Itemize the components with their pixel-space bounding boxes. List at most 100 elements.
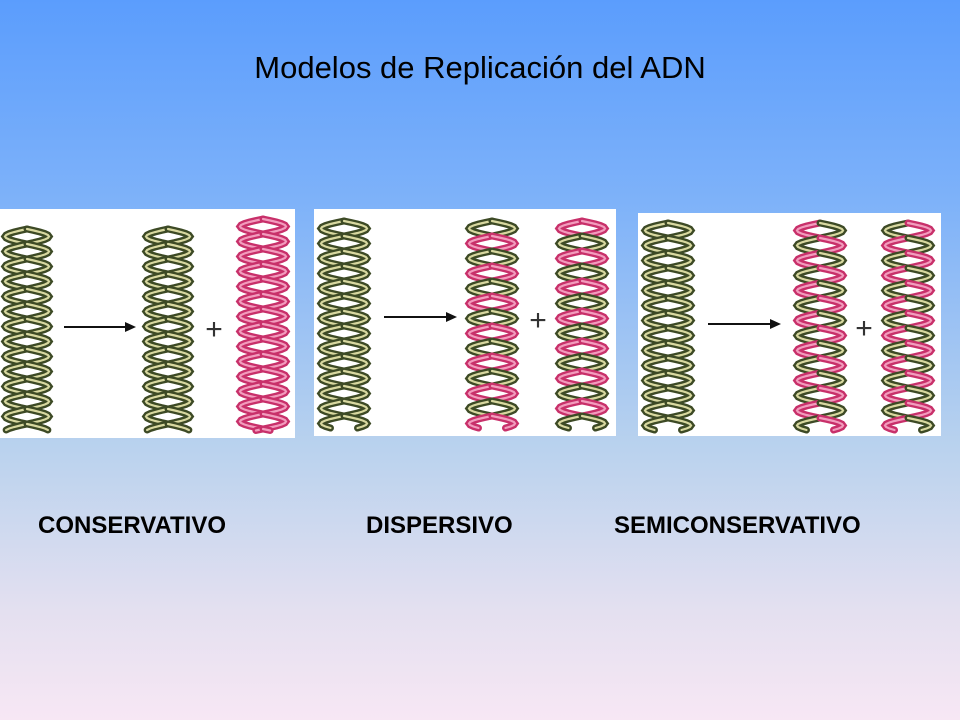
strand-highlight	[580, 414, 607, 430]
strand-highlight	[883, 251, 910, 270]
strand-highlight	[166, 422, 190, 432]
strand-highlight	[666, 416, 693, 432]
strand-highlight	[580, 279, 607, 298]
strand-highlight	[557, 384, 584, 403]
strand-highlight	[5, 422, 29, 432]
strand-highlight	[261, 412, 288, 431]
strand-highlight	[25, 242, 51, 261]
strand-highlight	[795, 341, 822, 360]
strand-highlight	[319, 399, 346, 418]
strand-highlight	[666, 341, 693, 360]
strand-highlight	[666, 326, 693, 345]
strand-highlight	[25, 392, 51, 411]
strand-highlight	[906, 356, 933, 375]
parent-helix	[0, 225, 54, 434]
strand-highlight	[144, 362, 170, 381]
strand-highlight	[342, 324, 369, 343]
strand-highlight	[818, 341, 845, 360]
strand-highlight	[580, 369, 607, 388]
strand-highlight	[666, 251, 693, 270]
daughter-helix-2	[554, 217, 610, 432]
strand-highlight	[795, 266, 822, 285]
strand-highlight	[557, 309, 584, 328]
strand-highlight	[467, 219, 494, 238]
strand-highlight	[25, 422, 49, 432]
strand-highlight	[467, 369, 494, 388]
strand-highlight	[238, 352, 265, 371]
strand-highlight	[557, 234, 584, 253]
strand-highlight	[342, 264, 369, 283]
strand-highlight	[666, 266, 693, 285]
strand-highlight	[342, 369, 369, 388]
strand-highlight	[25, 377, 51, 396]
strand-highlight	[490, 339, 517, 358]
strand-highlight	[490, 414, 517, 430]
strand-highlight	[25, 407, 51, 426]
strand-highlight	[557, 339, 584, 358]
strand-highlight	[166, 332, 192, 351]
strand-highlight	[906, 296, 933, 315]
strand-highlight	[342, 354, 369, 373]
strand-highlight	[238, 217, 265, 236]
strand-highlight	[643, 341, 670, 360]
strand-highlight	[818, 266, 845, 285]
strand-highlight	[144, 332, 170, 351]
strand-highlight	[238, 322, 265, 341]
strand-highlight	[144, 407, 170, 426]
parent-helix	[640, 219, 696, 434]
strand-highlight	[557, 219, 584, 238]
strand-highlight	[643, 236, 670, 255]
strand-highlight	[580, 234, 607, 253]
strand-highlight	[342, 414, 369, 430]
strand-highlight	[666, 386, 693, 405]
strand-highlight	[261, 307, 288, 326]
strand-highlight	[261, 382, 288, 401]
strand-highlight	[467, 309, 494, 328]
strand-highlight	[166, 272, 192, 291]
strand-highlight	[144, 392, 170, 411]
strand-highlight	[166, 287, 192, 306]
daughter-helix-2	[880, 219, 936, 434]
strand-highlight	[238, 277, 265, 296]
strand-highlight	[666, 371, 693, 390]
strand-highlight	[643, 401, 670, 420]
strand-highlight	[319, 219, 346, 238]
strand-highlight	[238, 382, 265, 401]
strand-highlight	[342, 399, 369, 418]
strand-highlight	[319, 294, 346, 313]
plus-symbol: +	[855, 312, 873, 345]
strand-highlight	[261, 277, 288, 296]
strand-highlight	[795, 416, 822, 432]
strand-highlight	[238, 367, 265, 386]
strand-highlight	[490, 309, 517, 328]
strand-highlight	[3, 272, 29, 291]
strand-highlight	[818, 281, 845, 300]
page-title: Modelos de Replicación del ADN	[254, 50, 706, 85]
strand-highlight	[818, 326, 845, 345]
strand-highlight	[3, 242, 29, 261]
strand-highlight	[319, 279, 346, 298]
strand-highlight	[166, 392, 192, 411]
strand-highlight	[906, 236, 933, 255]
strand-highlight	[795, 251, 822, 270]
strand-highlight	[557, 369, 584, 388]
strand-highlight	[342, 249, 369, 268]
strand-highlight	[3, 377, 29, 396]
strand-highlight	[795, 326, 822, 345]
strand-highlight	[166, 317, 192, 336]
strand-highlight	[818, 296, 845, 315]
strand-highlight	[666, 356, 693, 375]
strand-highlight	[238, 232, 265, 251]
strand-highlight	[906, 281, 933, 300]
strand-highlight	[166, 242, 192, 261]
strand-highlight	[3, 257, 29, 276]
strand-highlight	[666, 401, 693, 420]
strand-highlight	[238, 262, 265, 281]
strand-highlight	[580, 219, 607, 238]
strand-highlight	[319, 414, 346, 430]
strand-highlight	[883, 371, 910, 390]
strand-highlight	[818, 311, 845, 330]
strand-highlight	[467, 339, 494, 358]
strand-highlight	[883, 416, 910, 432]
strand-highlight	[883, 401, 910, 420]
